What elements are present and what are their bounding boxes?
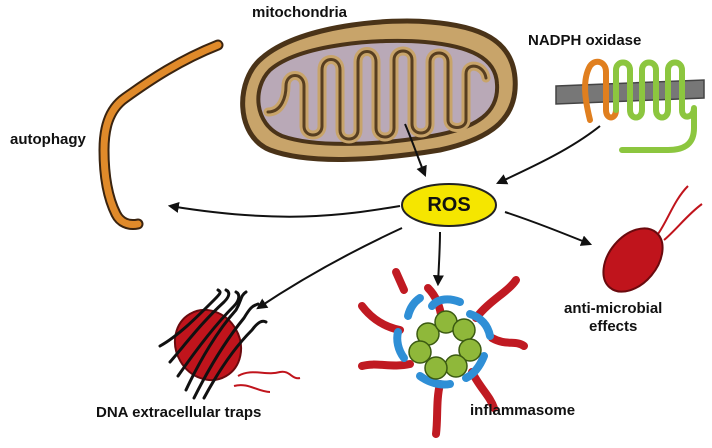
ros-ellipse [401,183,497,227]
ros-label: ROS [427,194,471,216]
anti-microbial-label: anti-microbial effects [564,300,662,336]
anti-microbial-label-line1: anti-microbial [564,300,663,317]
nadph-oxidase-icon [555,58,705,153]
arrow-ros-to-autophagy [167,201,401,218]
inflammasome-label: inflammasome [470,402,576,419]
mitochondrion-icon [240,18,518,162]
arrow-ros-to-anti-microbial [504,211,593,246]
arrow-ros-to-dna-traps [256,227,403,310]
mitochondria-label: mitochondria [252,4,348,21]
inflammasome-icon [358,268,528,438]
dna-trap-bacterium-icon [158,288,301,400]
arrow-nadph-to-ros [496,125,601,185]
arrow-ros-to-inflammasome [432,231,444,287]
anti-microbial-label-line2: effects [589,318,638,335]
dna-traps-label: DNA extracellular traps [96,404,262,421]
arrow-mitochondria-to-ros [404,123,427,178]
autophagy-label: autophagy [10,131,86,148]
nadph-oxidase-label: NADPH oxidase [528,32,642,49]
autophagy-membrane-icon [98,39,224,230]
anti-microbial-bacterium-icon [602,185,703,293]
